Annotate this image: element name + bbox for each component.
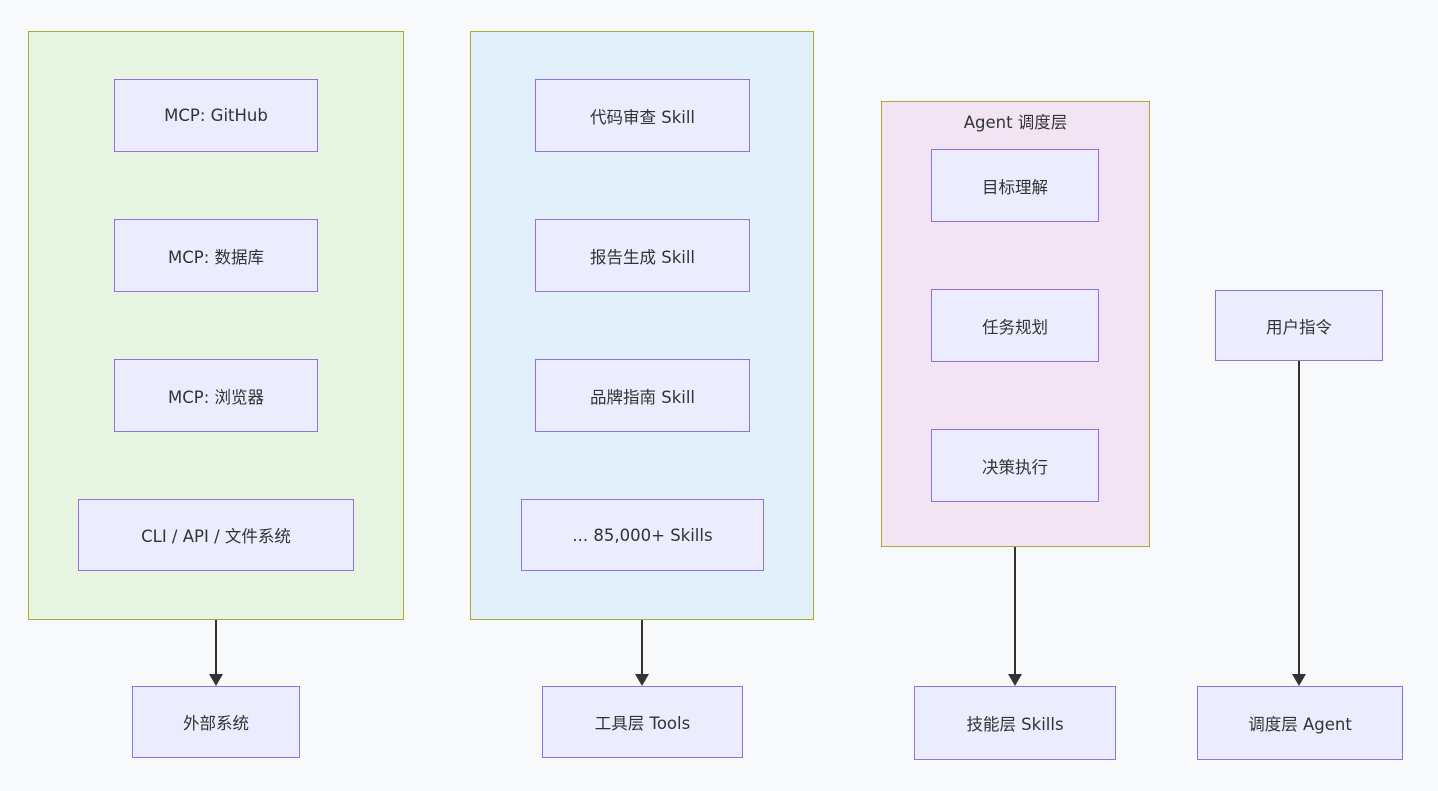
node-brand-guide-skill: 品牌指南 Skill	[535, 359, 750, 432]
node-mcp-github: MCP: GitHub	[114, 79, 318, 152]
node-code-review-skill: 代码审查 Skill	[535, 79, 750, 152]
agent-container-title: Agent 调度层	[963, 113, 1068, 132]
node-external-system-layer: 外部系统	[132, 686, 300, 758]
arrow-agent-to-skills-layer	[1008, 547, 1022, 686]
node-user-instruction: 用户指令	[1215, 290, 1383, 361]
arrow-external-to-external-system	[209, 620, 223, 686]
arrow-head-icon	[1008, 674, 1022, 686]
node-mcp-browser: MCP: 浏览器	[114, 359, 318, 432]
arrow-head-icon	[209, 674, 223, 686]
node-85000-plus-skills: ... 85,000+ Skills	[521, 499, 764, 571]
arrow-line	[1298, 361, 1300, 677]
node-cli-api-filesystem: CLI / API / 文件系统	[78, 499, 354, 571]
node-mcp-database: MCP: 数据库	[114, 219, 318, 292]
node-skills-layer: 技能层 Skills	[914, 686, 1116, 760]
arrow-tools-to-tools-layer	[635, 620, 649, 686]
arrow-line	[641, 620, 643, 677]
node-report-generation-skill: 报告生成 Skill	[535, 219, 750, 292]
arrow-user-to-agent-layer	[1292, 361, 1306, 686]
arrow-line	[1014, 547, 1016, 677]
arrow-line	[215, 620, 217, 677]
node-scheduler-agent-layer: 调度层 Agent	[1197, 686, 1403, 760]
node-tools-layer: 工具层 Tools	[542, 686, 743, 758]
node-task-planning: 任务规划	[931, 289, 1099, 362]
arrow-head-icon	[1292, 674, 1306, 686]
arrow-head-icon	[635, 674, 649, 686]
node-goal-understanding: 目标理解	[931, 149, 1099, 222]
node-decision-execution: 决策执行	[931, 429, 1099, 502]
